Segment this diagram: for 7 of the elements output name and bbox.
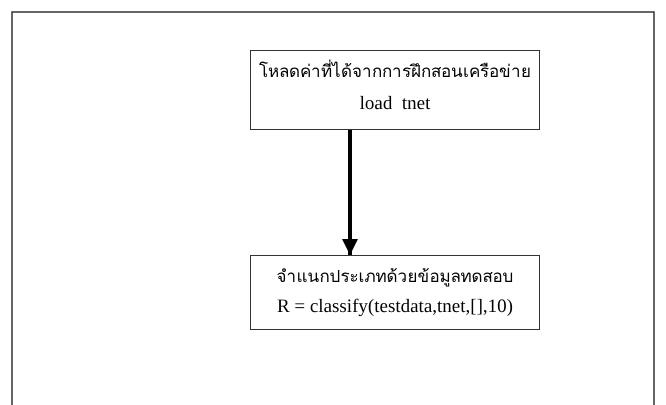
box-heading: โหลดค่าที่ได้จากการฝึกสอนเครือข่าย [251,57,539,84]
code-text: load tnet [358,93,432,115]
arrow [342,130,358,255]
code-text: R = classify(testdata,tnet,[],10) [276,296,514,318]
process-box [250,255,540,330]
process-box [250,50,540,130]
box-heading: จำแนกประเภทด้วยข้อมูลทดสอบ [276,266,514,288]
